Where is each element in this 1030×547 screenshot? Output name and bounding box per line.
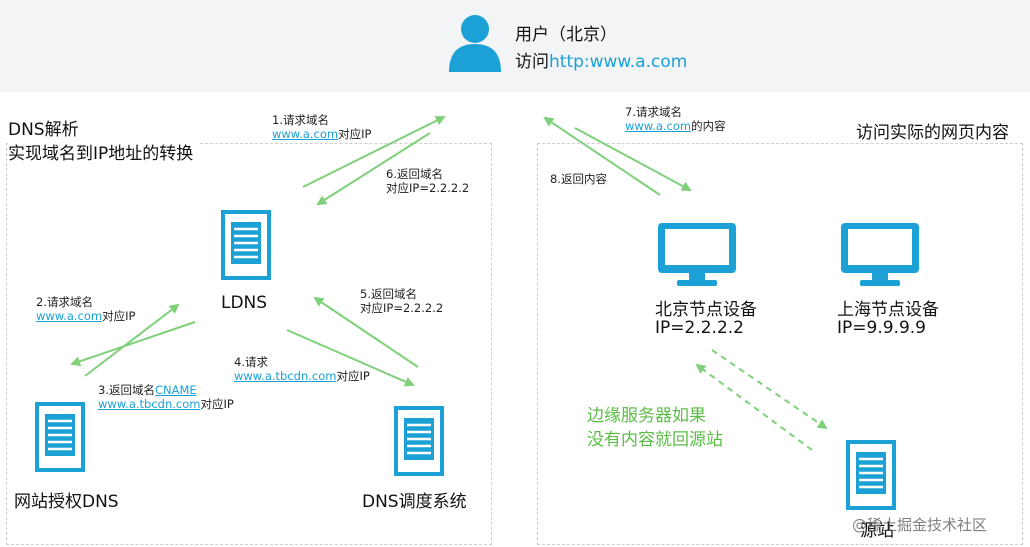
arrow-step6 [316,132,431,206]
step3-label: 3.返回域名CNAME www.a.tbcdn.com对应IP [98,383,234,411]
ldns-server-icon [221,210,271,280]
arrow-step3 [84,303,180,377]
user-name: 用户（北京） [515,25,617,45]
content-section-title: 访问实际的网页内容 [852,118,1013,143]
beijing-ip-label: IP=2.2.2.2 [655,318,744,338]
beijing-monitor-icon [658,223,736,286]
header-band [0,0,1030,92]
arrow-step7 [574,127,692,191]
arrow-step5 [313,296,419,368]
arrow-step8 [543,116,661,196]
step1-label: 1.请求域名 www.a.com对应IP [272,113,372,141]
beijing-device-label: 北京节点设备 [655,300,757,320]
arrow-origin-forward [711,349,828,430]
step8-label: 8.返回内容 [550,172,607,186]
origin-server-icon [846,440,896,510]
step5-label: 5.返回域名 对应IP=2.2.2.2 [360,287,444,315]
auth-dns-label: 网站授权DNS [14,492,119,512]
sched-dns-server-icon [394,406,444,476]
user-visit-line: 访问http:www.a.com [515,52,688,72]
edge-fallback-note: 边缘服务器如果 没有内容就回源站 [587,406,723,450]
content-access-panel [537,143,1023,545]
shanghai-ip-label: IP=9.9.9.9 [837,318,926,338]
arrow-step4 [286,329,415,387]
step4-label: 4.请求 www.a.tbcdn.com对应IP [234,355,370,383]
user-icon [449,15,501,72]
visit-link[interactable]: http:www.a.com [549,52,688,72]
step7-label: 7.请求域名 www.a.com的内容 [625,105,726,133]
dns-section-title: DNS解析 实现域名到IP地址的转换 [8,118,200,166]
arrow-step2 [70,321,196,367]
origin-label: 源站 [860,521,894,541]
sched-dns-label: DNS调度系统 [362,492,467,512]
arrow-origin-back [695,363,813,451]
step6-label: 6.返回域名 对应IP=2.2.2.2 [386,167,470,195]
dns-resolution-panel [6,143,492,545]
auth-dns-server-icon [35,402,85,472]
arrow-step1 [302,116,446,188]
ldns-label: LDNS [221,293,268,313]
watermark: @稀土掘金技术社区 [852,516,988,534]
shanghai-device-label: 上海节点设备 [837,300,939,320]
shanghai-monitor-icon [841,223,919,286]
step2-label: 2.请求域名 www.a.com对应IP [36,295,136,323]
